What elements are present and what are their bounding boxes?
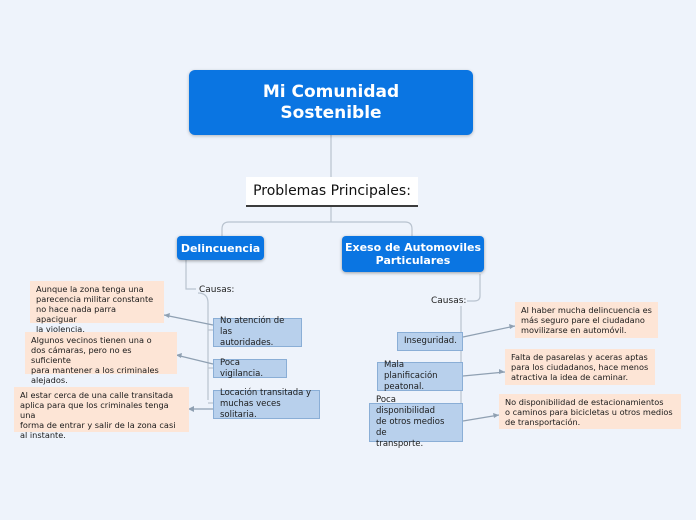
note-camaras[interactable]: Algunos vecinos tienen una o dos cámaras… (25, 332, 177, 385)
note-delincuencia-automovil[interactable]: Al haber mucha delincuencia es más segur… (515, 302, 658, 338)
note-presencia-militar[interactable]: Aunque la zona tenga una parecencia mili… (30, 281, 164, 334)
central-topic-text: Mi Comunidad Sostenible (262, 81, 400, 123)
note-calle-transitada[interactable]: Al estar cerca de una calle transitada a… (14, 387, 189, 440)
cause-inseguridad[interactable]: Inseguridad. (397, 332, 463, 351)
left-causes-label: Causas: (199, 285, 235, 295)
topic-exceso-automoviles[interactable]: Exeso de Automoviles Particulares (342, 236, 484, 272)
cause-poca-vigilancia[interactable]: Poca vigilancia. (213, 358, 287, 379)
note-estacionamientos[interactable]: No disponibilidad de estacionamientos o … (499, 394, 681, 429)
right-causes-label: Causas: (431, 296, 467, 306)
note-pasarelas-aceras[interactable]: Falta de pasarelas y aceras aptas para l… (505, 349, 655, 385)
topic-delincuencia[interactable]: Delincuencia (177, 236, 264, 260)
problems-label[interactable]: Problemas Principales: (246, 177, 418, 207)
central-topic[interactable]: Mi Comunidad Sostenible (189, 70, 473, 135)
